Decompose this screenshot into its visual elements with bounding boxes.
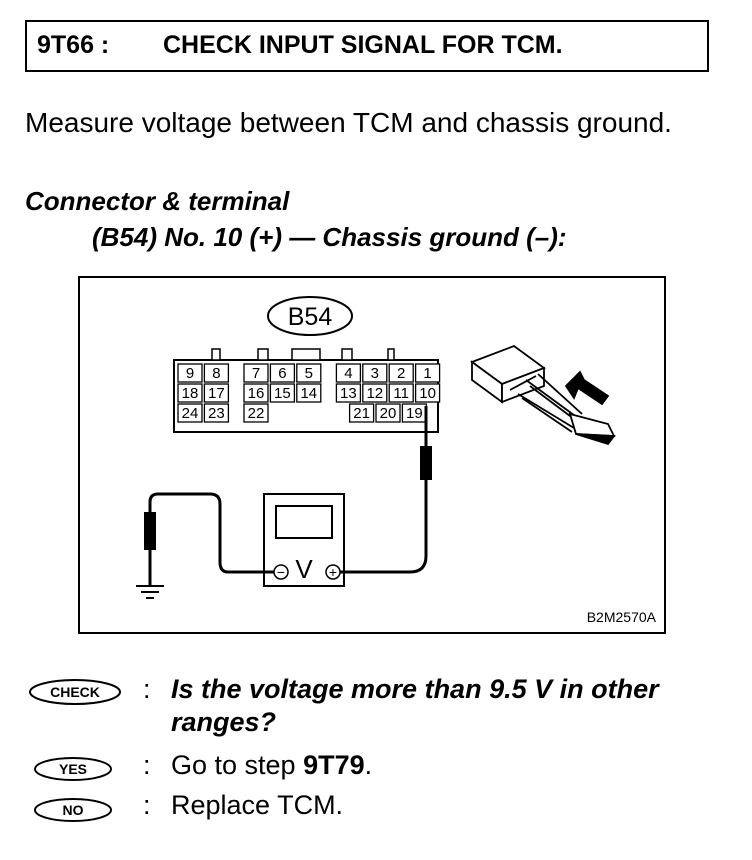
pin-cell <box>414 383 441 403</box>
meter-minus-terminal: − <box>277 564 285 580</box>
instruction-text: Measure voltage between TCM and chassis … <box>25 107 672 138</box>
yes-badge: YES <box>34 757 112 781</box>
connector-label-oval <box>267 296 353 336</box>
pin-cell <box>243 383 269 403</box>
pin-cell <box>269 383 296 403</box>
yes-answer-end: . <box>364 750 373 780</box>
check-badge: CHECK <box>29 679 121 705</box>
pin-label: 17 <box>208 385 225 402</box>
no-badge: NO <box>34 798 112 822</box>
pin-label: 4 <box>344 365 352 382</box>
pin-cell <box>177 363 203 383</box>
pin-cell <box>203 363 230 383</box>
check-badge-label: CHECK <box>50 684 100 700</box>
pin-cell <box>362 363 388 383</box>
step-title: CHECK INPUT SIGNAL FOR TCM. <box>163 31 563 59</box>
step-header: 9T66 : CHECK INPUT SIGNAL FOR TCM. <box>25 20 709 72</box>
voltmeter: V − + <box>263 493 345 587</box>
pin-cell <box>375 403 401 423</box>
pin-cell <box>243 363 269 383</box>
yes-step-ref[interactable]: 9T79 <box>303 750 365 780</box>
connector-detail: (B54) No. 10 (+) — Chassis ground (–): <box>92 222 567 252</box>
pin-label: 15 <box>274 385 291 402</box>
pin-cell <box>203 383 230 403</box>
pin-label: 14 <box>300 385 317 402</box>
pin-cell <box>414 363 441 383</box>
pin-cell <box>296 363 322 383</box>
pin-cell <box>335 363 362 383</box>
positive-probe <box>420 406 432 556</box>
yes-badge-label: YES <box>59 761 87 777</box>
no-colon: : <box>143 790 151 820</box>
yes-answer-text: Go to step <box>171 750 304 780</box>
pin-label: 8 <box>212 365 220 382</box>
pin-label: 19 <box>406 405 423 422</box>
diagram-frame <box>78 276 666 634</box>
no-badge-label: NO <box>63 802 84 818</box>
pin-label: 3 <box>371 365 379 382</box>
plug-illustration <box>470 344 616 446</box>
connector-heading: Connector & terminal <box>25 186 290 216</box>
ground-symbol <box>136 585 164 599</box>
pin-label: 2 <box>397 365 405 382</box>
negative-lead <box>148 492 274 574</box>
pin-label: 16 <box>248 385 265 402</box>
check-question: Is the voltage more than 9.5 V in other … <box>171 674 659 737</box>
pin-cell <box>177 383 203 403</box>
yes-answer: Go to step 9T79. <box>171 750 372 781</box>
pin-label: 9 <box>186 365 194 382</box>
pin-label: 18 <box>182 385 199 402</box>
pin-label: 20 <box>380 405 397 422</box>
pin-label: 22 <box>248 405 265 422</box>
pin-label: 24 <box>182 405 199 422</box>
pin-label: 10 <box>419 385 436 402</box>
pin-label: 6 <box>278 365 286 382</box>
figure-id: B2M2570A <box>587 609 657 625</box>
meter-plus-terminal: + <box>329 564 337 580</box>
pin-label: 12 <box>366 385 383 402</box>
pin-cell <box>269 363 296 383</box>
pin-cell <box>335 383 362 403</box>
connector-label: B54 <box>288 303 333 331</box>
pin-cell <box>177 403 203 423</box>
pin-cell <box>296 383 322 403</box>
pin-label: 13 <box>340 385 357 402</box>
pin-cell <box>348 403 375 423</box>
meter-symbol: V <box>295 554 313 584</box>
positive-lead <box>340 555 428 574</box>
negative-probe <box>144 512 156 586</box>
pin-label: 1 <box>423 365 431 382</box>
pin-cell <box>203 403 230 423</box>
check-colon: : <box>143 674 151 704</box>
pin-label: 11 <box>393 385 409 402</box>
pin-label: 21 <box>353 405 370 422</box>
no-answer: Replace TCM. <box>171 790 344 820</box>
pin-cell <box>388 383 414 403</box>
pin-cell <box>388 363 414 383</box>
pin-label: 5 <box>305 365 313 382</box>
yes-colon: : <box>143 750 151 780</box>
pin-cell <box>362 383 388 403</box>
pin-cell <box>243 403 269 423</box>
step-number: 9T66 : <box>37 31 110 59</box>
pin-label: 7 <box>252 365 260 382</box>
pin-label: 23 <box>208 405 225 422</box>
